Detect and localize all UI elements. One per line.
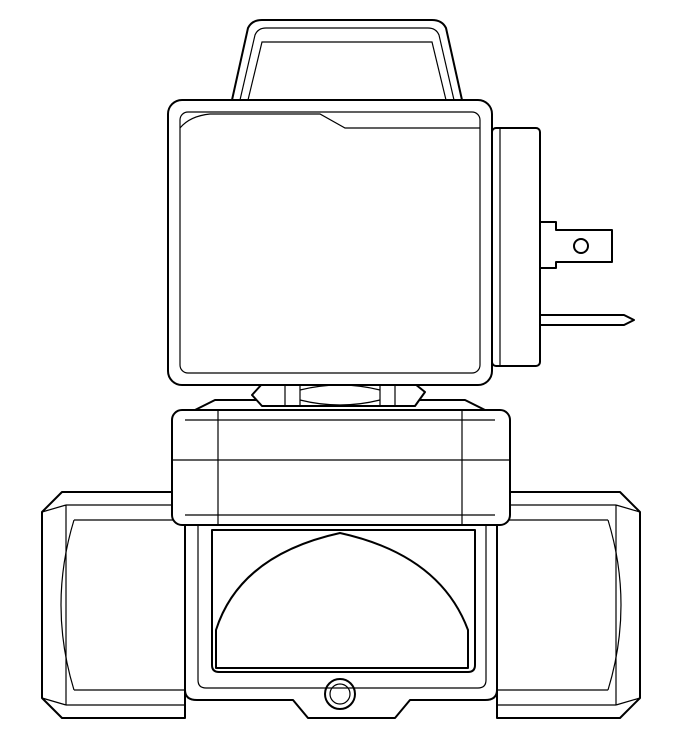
valve-body xyxy=(184,514,498,719)
mounting-hole xyxy=(324,678,356,710)
top-cap xyxy=(231,19,463,101)
diaphragm-dome xyxy=(215,532,469,669)
terminal-hole xyxy=(573,238,589,254)
coil-housing xyxy=(167,99,493,386)
terminal-pin xyxy=(539,314,635,326)
bonnet-flange xyxy=(171,409,511,526)
right-pipe-port xyxy=(496,491,641,719)
electrical-connector xyxy=(491,127,635,367)
spade-terminal xyxy=(539,221,613,269)
left-pipe-port xyxy=(41,491,186,719)
hex-nut xyxy=(194,383,486,411)
